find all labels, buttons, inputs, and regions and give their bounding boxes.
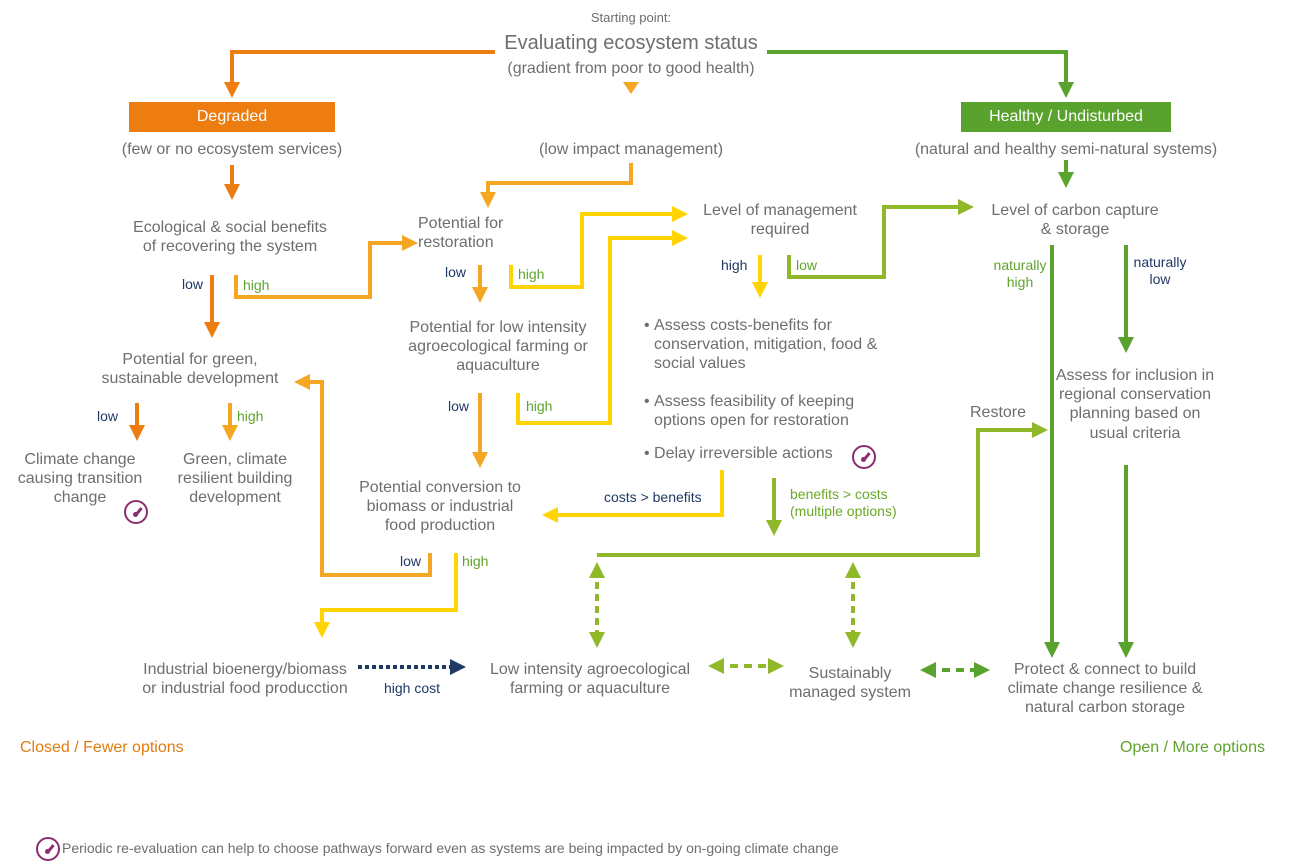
node-restoration-potential: Potential for restoration (418, 215, 504, 252)
page-subtitle: (gradient from poor to good health) (507, 60, 755, 77)
footer-open-options: Open / More options (1120, 739, 1265, 756)
node-green-development: Potential for green, sustainable develop… (101, 351, 279, 388)
edge-label-low: low (97, 408, 119, 424)
gauge-icon (36, 837, 60, 861)
edge-label-low: low (796, 257, 818, 273)
node-carbon-capture: Level of carbon capture & storage (991, 202, 1159, 239)
edge-label-costs-benefits: costs > benefits (604, 489, 702, 505)
node-protect-connect: Protect & connect to build climate chang… (1007, 661, 1203, 717)
edge-label-benefits-costs: benefits > costs (multiple options) (790, 486, 897, 519)
edge-label-low: low (400, 553, 422, 569)
node-sustainably-managed: Sustainably managed system (789, 665, 911, 702)
node-green-building: Green, climate resilient building develo… (177, 451, 293, 507)
node-industrial-bioenergy: Industrial bioenergy/biomass or industri… (142, 661, 348, 698)
bullet-delay: • Delay irreversible actions (644, 445, 833, 462)
edge-label-high-cost: high cost (384, 680, 441, 696)
gauge-icon (852, 445, 876, 469)
gauge-icon (124, 500, 148, 524)
node-climate-change-transition: Climate change causing transition change (17, 451, 143, 507)
node-low-intensity-farming: Low intensity agroecological farming or … (489, 661, 691, 698)
healthy-box: Healthy / Undisturbed (961, 102, 1171, 132)
starting-point-label: Starting point: (590, 10, 672, 25)
page-title: Evaluating ecosystem status (504, 32, 758, 54)
edge-label-low: low (182, 276, 204, 292)
edge-label-naturally-high: naturally high (993, 257, 1047, 290)
edge-label-naturally-low: naturally low (1133, 254, 1187, 287)
degraded-description: (few or no ecosystem services) (121, 141, 343, 158)
edge-label-restore: Restore (970, 404, 1027, 421)
degraded-box: Degraded (129, 102, 335, 132)
bullet-costs-benefits-text: Assess costs-benefits for conservation, … (654, 317, 878, 373)
footer-closed-options: Closed / Fewer options (20, 739, 184, 756)
node-assess-inclusion: Assess for inclusion in regional conserv… (1055, 367, 1215, 442)
bullet-feasibility: • Assess feasibility of keeping options … (644, 393, 855, 430)
edge-label-low: low (448, 398, 470, 414)
edge-label-low: low (445, 264, 467, 280)
node-conversion-potential: Potential conversion to biomass or indus… (359, 479, 521, 535)
edge-label-high: high (526, 398, 553, 414)
node-low-intensity-potential: Potential for low intensity agroecologic… (408, 319, 588, 375)
node-management-level: Level of management required (703, 202, 857, 239)
low-impact-management-label: (low impact management) (538, 141, 724, 158)
bullet-delay-text: Delay irreversible actions (654, 445, 833, 462)
edge-label-high: high (518, 266, 545, 282)
bullet-feasibility-text: Assess feasibility of keeping options op… (654, 393, 855, 430)
node-eco-social-benefits: Ecological & social benefits of recoveri… (133, 219, 327, 256)
bullet-costs-benefits: • Assess costs-benefits for conservation… (644, 317, 878, 373)
edge-label-high: high (243, 277, 270, 293)
edge-label-high: high (237, 408, 264, 424)
edge-label-high: high (721, 257, 748, 273)
footer-note: Periodic re-evaluation can help to choos… (62, 840, 839, 856)
healthy-description: (natural and healthy semi-natural system… (914, 141, 1218, 158)
edge-label-high: high (462, 553, 489, 569)
